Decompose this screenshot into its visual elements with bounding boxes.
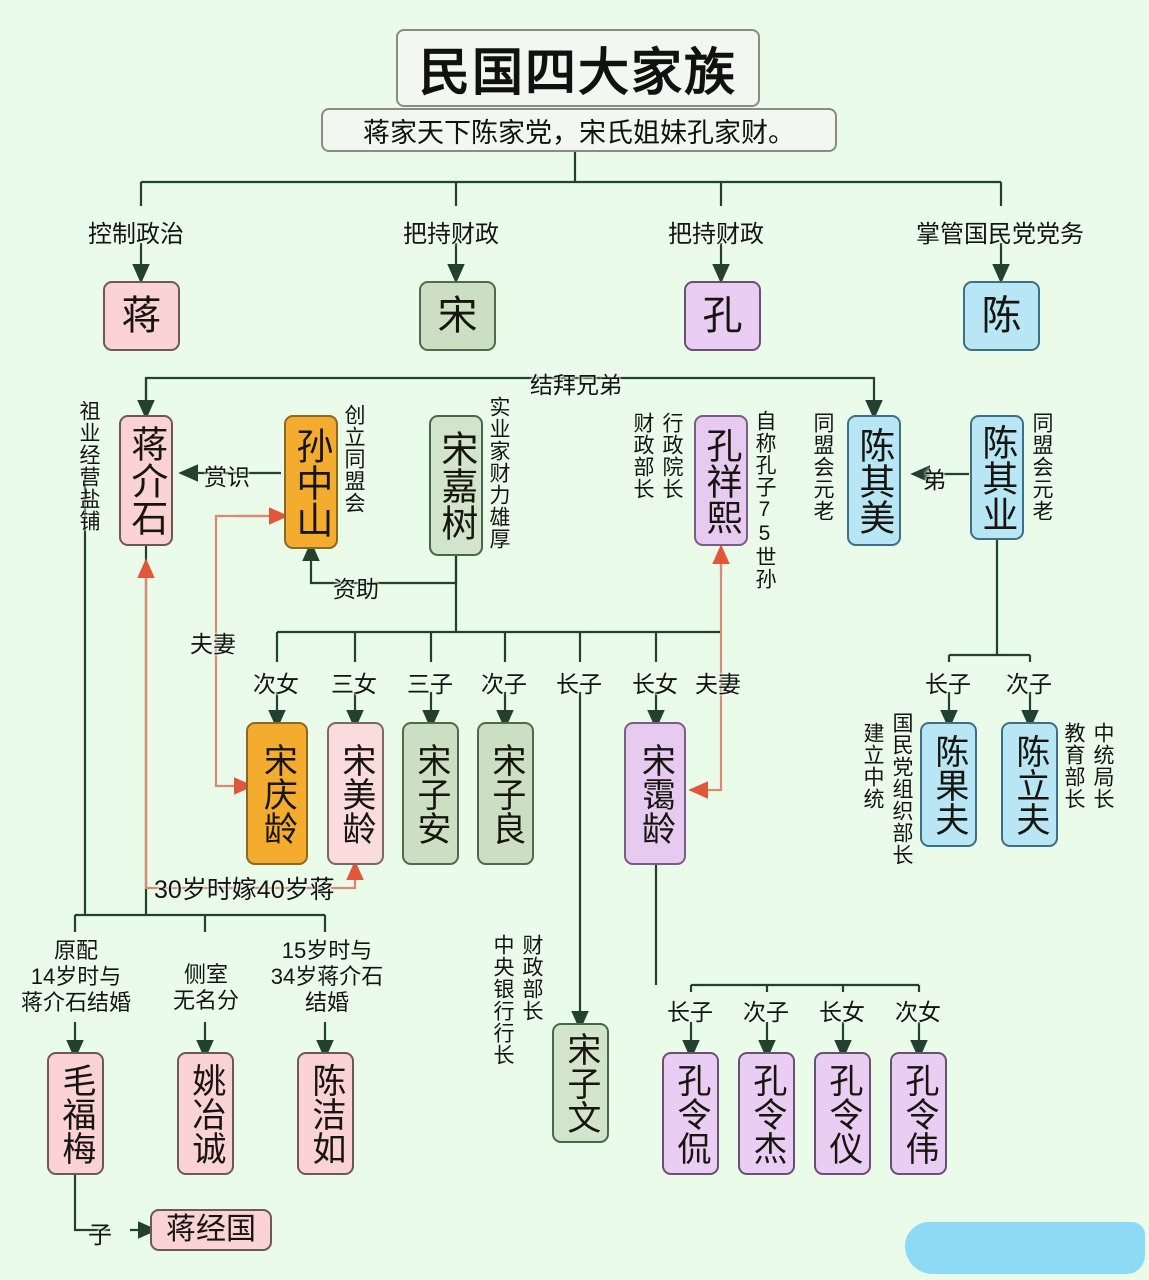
person-sun-zhongshan[interactable]: 孙中山	[284, 415, 338, 549]
person-chen-jieru[interactable]: 陈洁如	[297, 1052, 354, 1175]
surname-box-chen[interactable]: 陈	[963, 281, 1040, 351]
person-jiang-jieshi[interactable]: 蒋介石	[119, 415, 173, 546]
person-song-ailing[interactable]: 宋霭龄	[624, 722, 686, 865]
relation-meiling-marriage: 30岁时嫁40岁蒋	[154, 876, 335, 904]
annotation-guofu-kmt-org-head: 国民党组织部长	[890, 712, 913, 866]
annotation-chen-qimei-elder: 同盟会元老	[811, 412, 834, 522]
annotation-kong-finance-minister: 财政部长	[631, 412, 654, 500]
order-song-second-daughter: 次女	[253, 671, 299, 697]
annotation-ziwen-finance-minister: 财政部长	[520, 934, 543, 1022]
person-song-jiashu[interactable]: 宋嘉树	[429, 415, 483, 556]
person-jiang-jingguo[interactable]: 蒋经国	[150, 1209, 272, 1251]
order-song-third-son: 三子	[407, 671, 453, 697]
note-wife-yao: 侧室无名分	[172, 962, 239, 1013]
order-kong-eldest-son: 长子	[667, 999, 713, 1025]
redaction-brush-stroke	[905, 1222, 1145, 1274]
person-kong-lingwei[interactable]: 孔令伟	[890, 1052, 947, 1175]
surname-box-kong[interactable]: 孔	[684, 281, 761, 351]
order-song-second-son: 次子	[481, 671, 527, 697]
person-mao-fumei[interactable]: 毛福梅	[47, 1052, 104, 1175]
branch-label-chen: 掌管国民党党务	[916, 221, 1084, 248]
person-kong-lingyi[interactable]: 孔令仪	[814, 1052, 871, 1175]
person-yao-yecheng[interactable]: 姚冶诚	[177, 1052, 234, 1175]
person-song-zian[interactable]: 宋子安	[402, 722, 459, 865]
order-song-eldest-son: 长子	[556, 671, 602, 697]
person-chen-qiye[interactable]: 陈其业	[970, 415, 1024, 540]
person-kong-xiangxi[interactable]: 孔祥熙	[694, 415, 748, 546]
annotation-jiang-heritage: 祖业经营盐铺	[77, 400, 100, 532]
order-kong-eldest-daughter: 长女	[819, 999, 865, 1025]
order-kong-second-daughter: 次女	[895, 999, 941, 1025]
branch-label-song: 把持财政	[403, 221, 499, 248]
annotation-guofu-build-zhongtong: 建立中统	[861, 722, 884, 810]
order-chen-eldest-son: 长子	[925, 671, 971, 697]
annotation-kong-premier: 行政院长	[660, 412, 683, 500]
surname-box-song[interactable]: 宋	[419, 281, 496, 351]
branch-label-kong: 把持财政	[668, 221, 764, 248]
relation-couple-kong-ailing: 夫妻	[695, 671, 741, 697]
relation-sworn-brothers: 结拜兄弟	[530, 372, 622, 398]
person-chen-guofu[interactable]: 陈果夫	[920, 722, 977, 847]
order-song-third-daughter: 三女	[331, 671, 377, 697]
relation-couple-sun-qingling: 夫妻	[190, 631, 236, 657]
person-chen-qimei[interactable]: 陈其美	[847, 415, 901, 546]
person-song-ziliang[interactable]: 宋子良	[477, 722, 534, 865]
person-song-qingling[interactable]: 宋庆龄	[246, 722, 308, 865]
annotation-ziwen-central-bank: 中央银行行长	[491, 934, 514, 1066]
order-song-eldest-daughter: 长女	[632, 671, 678, 697]
person-chen-lifu[interactable]: 陈立夫	[1001, 722, 1058, 847]
page-title: 民国四大家族	[396, 29, 760, 107]
annotation-chen-qiye-elder: 同盟会元老	[1030, 412, 1053, 522]
branch-label-jiang: 控制政治	[88, 221, 184, 248]
annotation-sun-tongmenghui: 创立同盟会	[342, 404, 365, 514]
order-chen-second-son: 次子	[1006, 671, 1052, 697]
annotation-kong-confucius-descendant: 自称孔子75世孙	[753, 410, 776, 590]
person-kong-lingjie[interactable]: 孔令杰	[738, 1052, 795, 1175]
person-song-meiling[interactable]: 宋美龄	[327, 722, 384, 865]
annotation-lifu-zhongtong-chief: 中统局长	[1091, 722, 1114, 810]
page-subtitle: 蒋家天下陈家党，宋氏姐妹孔家财。	[321, 108, 837, 152]
relation-son: 子	[88, 1222, 112, 1249]
person-kong-lingkan[interactable]: 孔令侃	[662, 1052, 719, 1175]
relation-younger-brother: 弟	[923, 467, 946, 493]
relation-appreciation: 赏识	[204, 464, 250, 490]
surname-box-jiang[interactable]: 蒋	[103, 281, 180, 351]
order-kong-second-son: 次子	[743, 999, 789, 1025]
person-song-ziwen[interactable]: 宋子文	[552, 1023, 609, 1143]
annotation-lifu-education-minister: 教育部长	[1062, 722, 1085, 810]
relation-funding: 资助	[333, 576, 379, 602]
annotation-song-jiashu-wealth: 实业家财力雄厚	[487, 396, 510, 550]
